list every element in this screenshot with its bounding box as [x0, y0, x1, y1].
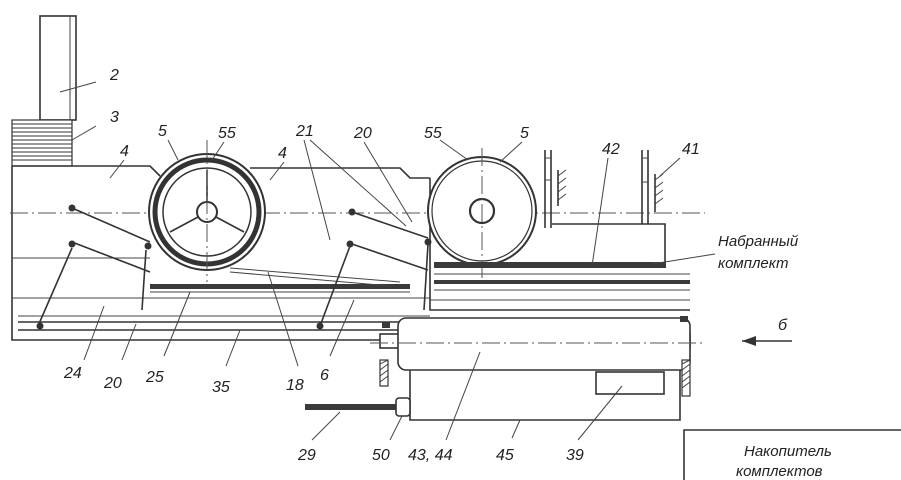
label-25: 25: [145, 369, 164, 386]
right-spring: [641, 150, 664, 224]
storage-label-line1: Накопитель: [744, 443, 832, 460]
label-2: 2: [109, 67, 119, 84]
collected-set-label-line1: Набранный: [718, 233, 799, 250]
label-21: 21: [295, 123, 314, 140]
label-43-44: 43, 44: [408, 447, 453, 464]
label-55-left: 55: [218, 125, 236, 142]
label-5-left: 5: [158, 123, 167, 140]
housing: [409, 370, 681, 421]
left-plate: [150, 267, 410, 293]
label-6: 6: [320, 367, 329, 384]
collected-set: [434, 253, 716, 291]
set-storage-box: [683, 429, 901, 480]
label-20-bottom: 20: [103, 375, 122, 392]
label-41: 41: [682, 141, 700, 158]
label-5-right: 5: [520, 125, 529, 142]
label-29: 29: [297, 447, 316, 464]
label-3: 3: [110, 109, 119, 126]
label-24: 24: [63, 365, 82, 382]
label-4-right: 4: [278, 145, 287, 162]
main-frame: [11, 165, 690, 341]
label-35: 35: [212, 379, 230, 396]
right-wheel: [427, 148, 537, 278]
label-50: 50: [372, 447, 390, 464]
left-spring: [544, 150, 567, 228]
storage-label-line2: комплектов: [736, 463, 823, 480]
left-levers: [36, 204, 152, 330]
collected-set-label-line2: комплект: [718, 255, 789, 272]
label-20-top: 20: [353, 125, 372, 142]
feed-column: [39, 15, 77, 121]
direction-arrow: [742, 336, 792, 346]
roller-supports: [379, 359, 691, 397]
leader-lines: [59, 81, 681, 441]
sheet-stack: [11, 119, 73, 167]
label-42: 42: [602, 141, 620, 158]
right-levers: [316, 208, 432, 330]
label-18: 18: [286, 377, 304, 394]
label-4-left: 4: [120, 143, 129, 160]
left-wheel: [148, 140, 266, 282]
label-45: 45: [496, 447, 514, 464]
label-39: 39: [566, 447, 584, 464]
label-55-right: 55: [424, 125, 442, 142]
label-direction-b: б: [778, 317, 788, 334]
drive-rod: [305, 397, 411, 417]
roller-shaft: [370, 316, 705, 371]
